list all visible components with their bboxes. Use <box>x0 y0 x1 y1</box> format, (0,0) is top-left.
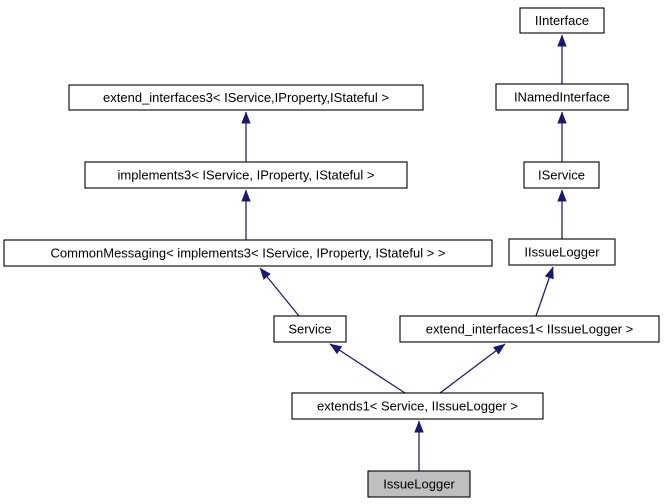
node-inamedinterface[interactable]: INamedInterface <box>495 83 629 111</box>
node-box <box>291 392 544 420</box>
node-box <box>523 161 600 189</box>
edge-extends1-to-extend-interfaces1 <box>439 343 506 394</box>
node-commonmessaging[interactable]: CommonMessaging< implements3< IService, … <box>3 239 493 267</box>
node-label: IIssueLogger <box>524 245 600 260</box>
node-label: IssueLogger <box>383 477 455 492</box>
node-iservice[interactable]: IService <box>523 161 600 189</box>
node-box <box>68 84 424 111</box>
node-box <box>273 315 347 343</box>
edge-service-to-commonmessaging <box>259 267 300 317</box>
node-service[interactable]: Service <box>273 315 347 343</box>
node-label: INamedInterface <box>514 90 610 105</box>
node-label: IService <box>538 168 585 183</box>
node-box <box>495 83 629 111</box>
node-box <box>508 238 616 266</box>
edge-layer <box>241 34 567 471</box>
node-label: implements3< IService, IProperty, IState… <box>118 168 375 183</box>
node-issuelogger-current: IssueLogger <box>367 470 471 498</box>
node-label: CommonMessaging< implements3< IService, … <box>51 246 446 261</box>
edge-extend-interfaces1-to-iissuelogger <box>535 266 554 317</box>
node-box <box>519 7 605 34</box>
node-extend-interfaces1[interactable]: extend_interfaces1< IIssueLogger > <box>399 315 660 343</box>
node-iissuelogger[interactable]: IIssueLogger <box>508 238 616 266</box>
node-extends1[interactable]: extends1< Service, IIssueLogger > <box>291 392 544 420</box>
edge-extends1-to-service <box>329 343 406 394</box>
node-extend-interfaces3[interactable]: extend_interfaces3< IService,IProperty,I… <box>68 84 424 111</box>
node-label: extends1< Service, IIssueLogger > <box>317 399 518 414</box>
node-box <box>84 161 408 189</box>
node-box <box>399 315 660 343</box>
node-label: IInterface <box>535 13 589 28</box>
node-iinterface[interactable]: IInterface <box>519 7 605 34</box>
node-box <box>3 239 493 267</box>
node-box <box>367 470 471 498</box>
node-label: extend_interfaces3< IService,IProperty,I… <box>103 90 389 105</box>
node-label: Service <box>288 322 331 337</box>
node-implements3[interactable]: implements3< IService, IProperty, IState… <box>84 161 408 189</box>
node-label: extend_interfaces1< IIssueLogger > <box>426 322 633 337</box>
